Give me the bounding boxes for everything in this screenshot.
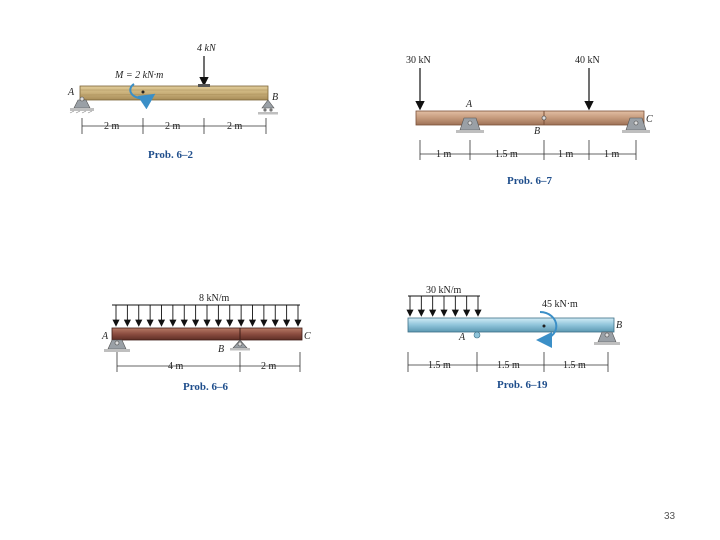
dim-1: 1 m [436, 149, 452, 160]
support-b-label: B [616, 320, 622, 331]
pin-support-b [594, 331, 620, 345]
roller-support-b [230, 339, 250, 351]
load-label: 30 kN/m [426, 285, 462, 296]
hinge-b-label: B [534, 126, 540, 137]
support-b-label: B [218, 344, 224, 355]
dim-1: 1.5 m [428, 360, 451, 371]
dimension-lines [419, 140, 637, 160]
dim-2: 1.5 m [497, 360, 520, 371]
pin-support-c [622, 117, 650, 133]
page-number: 33 [664, 511, 676, 522]
dim-1: 4 m [168, 361, 184, 372]
pin-support-a [104, 339, 130, 352]
dim-3: 1 m [558, 149, 574, 160]
roller-support-b [258, 99, 278, 115]
copper-beam [415, 110, 645, 126]
support-b-label: B [272, 92, 278, 103]
problem-6-19-figure: 30 kN/m 45 kN·m A B 1.5 m 1.5 m 1.5 m [406, 285, 622, 372]
problem-6-2-figure: 4 kN M = 2 kN·m A B 2 m 2 m 2 m [67, 43, 278, 134]
blue-beam [407, 317, 615, 333]
dim-2: 2 m [165, 121, 181, 132]
dimension-lines [407, 352, 609, 372]
caption-prob-6-19: Prob. 6–19 [497, 379, 548, 391]
force-right-label: 40 kN [575, 55, 600, 66]
support-c-label: C [646, 114, 653, 125]
pin-support-a [69, 96, 94, 114]
dim-1: 2 m [104, 121, 120, 132]
support-a-label: A [67, 87, 75, 98]
caption-prob-6-6: Prob. 6–6 [183, 381, 229, 393]
dim-3: 2 m [227, 121, 243, 132]
dim-2: 2 m [261, 361, 277, 372]
red-beam [111, 327, 303, 341]
distributed-load-arrows [112, 305, 302, 327]
dim-2: 1.5 m [495, 149, 518, 160]
end-c-label: C [304, 331, 311, 342]
dim-4: 1 m [604, 149, 620, 160]
support-a-label: A [101, 331, 109, 342]
load-label: 8 kN/m [199, 293, 230, 304]
force-label: 4 kN [197, 43, 217, 54]
roller-support-a [473, 331, 481, 339]
support-a-label: A [465, 99, 473, 110]
distributed-load-arrows [406, 296, 482, 317]
dim-3: 1.5 m [563, 360, 586, 371]
force-left-label: 30 kN [406, 55, 431, 66]
support-a-label: A [458, 332, 466, 343]
moment-label: M = 2 kN·m [114, 70, 163, 81]
caption-prob-6-2: Prob. 6–2 [148, 149, 194, 161]
moment-arrow [536, 311, 558, 348]
problem-6-6-figure: 8 kN/m A B C 4 m 2 m [101, 293, 311, 372]
pin-support-a [456, 117, 484, 133]
caption-prob-6-7: Prob. 6–7 [507, 175, 553, 187]
wood-beam [79, 85, 269, 101]
moment-arrow [129, 83, 156, 110]
dimension-lines [116, 352, 301, 372]
problem-6-7-figure: 30 kN 40 kN A B C 1 m 1.5 m 1 m 1 [406, 55, 653, 160]
dimension-lines [81, 118, 267, 134]
moment-label: 45 kN·m [542, 299, 578, 310]
